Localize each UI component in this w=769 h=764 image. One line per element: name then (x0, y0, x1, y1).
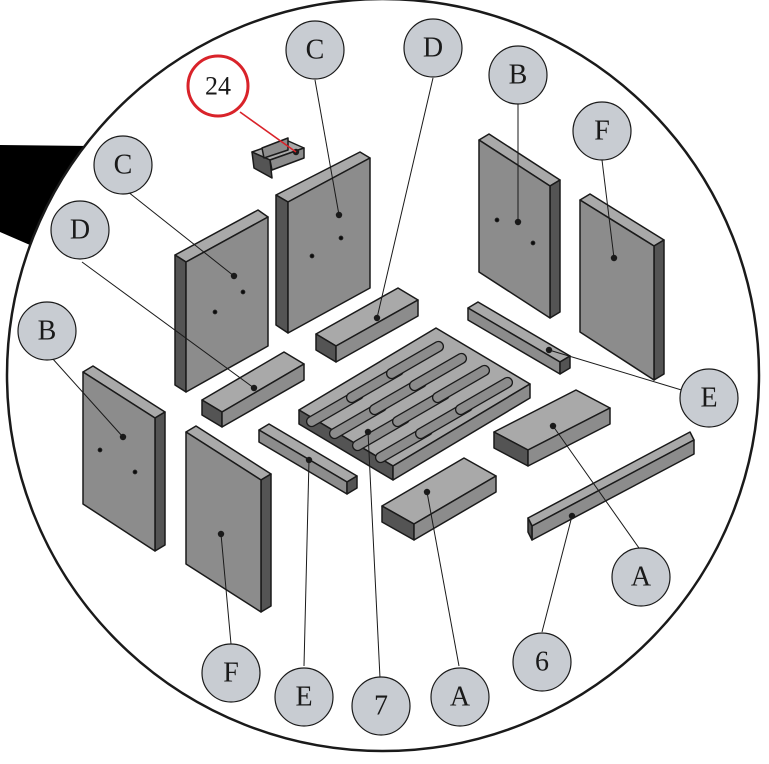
brick-d-left (201, 351, 305, 428)
callout-c-top: C (285, 20, 345, 80)
panel-f-right (579, 193, 665, 381)
callout-24: 24 (186, 54, 250, 118)
panel-b-right (478, 133, 561, 319)
panel-c-top (275, 151, 371, 334)
callouts: 24 C D B F C D B (17, 18, 739, 736)
brick-a-bottom (381, 457, 497, 541)
callout-f-top: F (572, 101, 632, 161)
callout-e-right: E (679, 368, 739, 428)
callout-b-left-label: B (38, 316, 57, 347)
callout-24-label: 24 (205, 72, 231, 101)
callout-c-left: C (93, 135, 153, 195)
panel-f-bottom (185, 425, 272, 613)
callout-a-right: A (611, 547, 671, 607)
brick-d-top (315, 287, 419, 363)
callout-d-top-label: D (423, 33, 443, 64)
callout-6: 6 (512, 632, 572, 692)
callout-d-top: D (403, 18, 463, 78)
brick-a-right (493, 389, 611, 467)
callout-e-bottom: E (274, 667, 334, 727)
callout-f-top-label: F (594, 116, 610, 147)
callout-e-right-label: E (700, 383, 717, 414)
callout-6-label: 6 (535, 647, 549, 678)
callout-d-left: D (50, 200, 110, 260)
leader-dots (119, 148, 618, 538)
callout-a-bottom-label: A (450, 682, 471, 713)
callout-a-right-label: A (631, 562, 652, 593)
callout-f-bottom-label: F (223, 658, 239, 689)
callout-7-label: 7 (374, 691, 388, 722)
callout-f-bottom: F (201, 643, 261, 703)
callout-b-top-label: B (509, 60, 528, 91)
panel-b-left (82, 365, 166, 552)
leader-24 (239, 111, 297, 153)
panel-c-left (174, 209, 269, 393)
callout-e-bottom-label: E (295, 682, 312, 713)
callout-b-top: B (488, 45, 548, 105)
callout-7: 7 (351, 676, 411, 736)
callout-c-left-label: C (114, 150, 133, 181)
callout-d-left-label: D (70, 215, 90, 246)
callout-c-top-label: C (306, 35, 325, 66)
callout-b-left: B (17, 301, 77, 361)
callout-a-bottom: A (430, 667, 490, 727)
bar-e-bottom (258, 423, 358, 495)
